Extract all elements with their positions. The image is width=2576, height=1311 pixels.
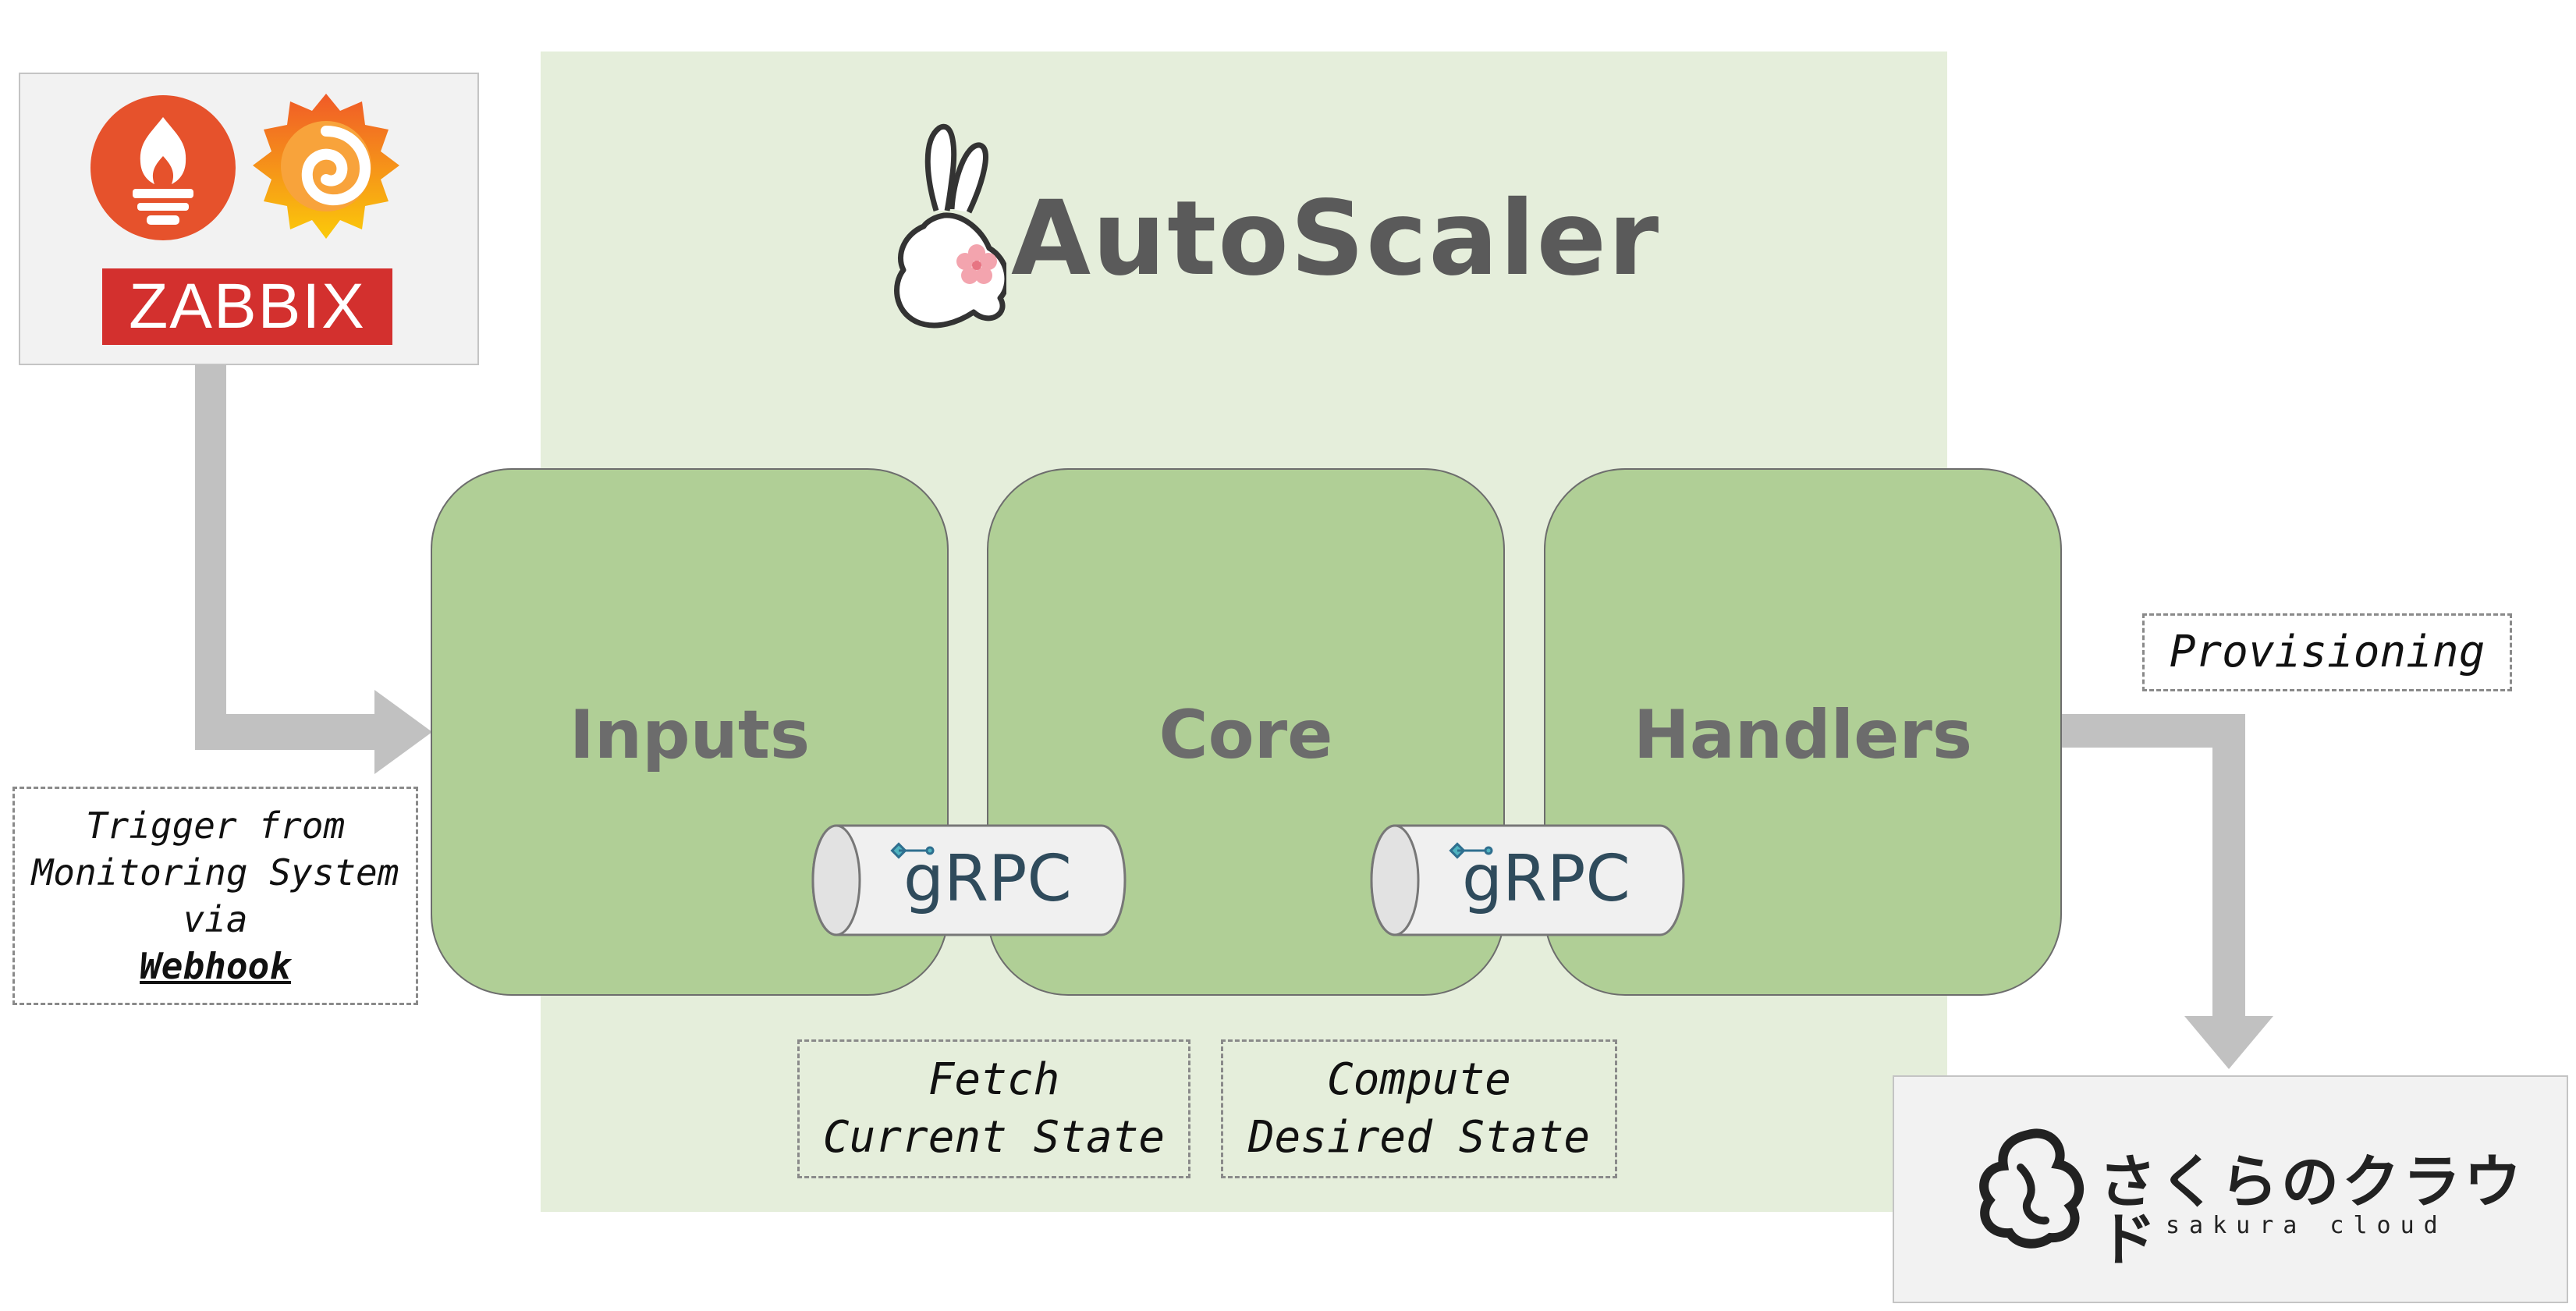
inputs-label: Inputs (569, 696, 811, 774)
compute-note: Compute Desired State (1221, 1039, 1617, 1178)
sakura-cloud-box (1893, 1075, 2568, 1303)
provisioning-note: Provisioning (2142, 613, 2512, 691)
provisioning-arrow (2060, 714, 2273, 1069)
core-label: Core (1158, 696, 1333, 774)
grpc-cylinder-icon (811, 824, 1127, 936)
rabbit-logo (894, 123, 1006, 329)
grpc-label: gRPC (903, 842, 1072, 916)
provisioning-label: Provisioning (2169, 627, 2486, 677)
fetch-line-2: Current State (822, 1112, 1166, 1163)
zabbix-logo: ZABBIX (102, 268, 392, 345)
sakura-cloud-logo (1979, 1128, 2085, 1249)
compute-line-2: Desired State (1247, 1112, 1591, 1163)
compute-line-1: Compute (1326, 1054, 1511, 1105)
trigger-line-2: Monitoring System (31, 851, 399, 894)
trigger-arrow (195, 365, 432, 774)
prometheus-logo (90, 95, 236, 240)
webhook-label: Webhook (140, 945, 291, 987)
fetch-line-1: Fetch (928, 1054, 1060, 1105)
trigger-line-1: Trigger from (85, 805, 346, 847)
grpc-label: gRPC (1462, 842, 1630, 916)
grpc-connector-1: gRPC (811, 824, 1127, 936)
page-title: AutoScaler (1011, 179, 1661, 299)
fetch-note: Fetch Current State (797, 1039, 1190, 1178)
trigger-line-3: via (183, 898, 248, 940)
grafana-logo (253, 94, 399, 239)
trigger-note: Trigger from Monitoring System via Webho… (12, 787, 418, 1005)
sakura-cloud-sub-label: sakura cloud (2166, 1212, 2447, 1239)
sakura-cloud-label: さくらのクラウド (2099, 1149, 2525, 1274)
grpc-cylinder-icon (1370, 824, 1685, 936)
grpc-connector-2: gRPC (1370, 824, 1685, 936)
handlers-label: Handlers (1633, 696, 1973, 774)
